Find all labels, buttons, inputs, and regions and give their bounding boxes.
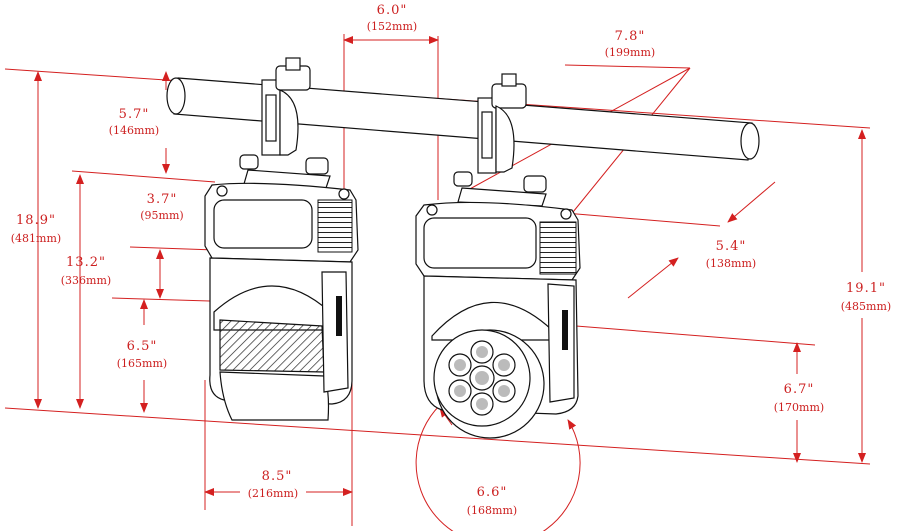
label-top-width: 6.0" <box>377 3 408 18</box>
label-overall-right-mm: (485mm) <box>841 300 891 313</box>
lens-cluster <box>448 340 516 416</box>
label-body-height-mm: (336mm) <box>61 274 111 287</box>
dimension-labels: 6.0" (152mm) 7.8" (199mm) 5.7" (146mm) 3… <box>11 3 891 517</box>
right-fixture <box>415 73 581 439</box>
label-head-height: 6.5" <box>127 339 158 354</box>
label-width-bottom: 8.5" <box>262 469 293 484</box>
label-head-height-mm: (165mm) <box>117 357 167 370</box>
label-body-height: 13.2" <box>66 255 106 270</box>
label-base-depth: 5.4" <box>716 239 747 254</box>
truss-pipe <box>166 77 760 161</box>
label-head-diameter: 6.6" <box>477 485 508 500</box>
label-overall-left: 18.9" <box>16 213 56 228</box>
label-clamp-height: 5.7" <box>119 107 150 122</box>
label-top-width-mm: (152mm) <box>367 20 417 33</box>
label-diag-depth-mm: (199mm) <box>605 46 655 59</box>
label-width-bottom-mm: (216mm) <box>248 487 298 500</box>
left-fixture <box>204 57 359 421</box>
label-head-diameter-mm: (168mm) <box>467 504 517 517</box>
label-diag-depth: 7.8" <box>615 29 646 44</box>
label-clamp-height-mm: (146mm) <box>109 124 159 137</box>
label-base-height: 3.7" <box>147 192 178 207</box>
label-overall-right: 19.1" <box>846 281 886 296</box>
label-overall-left-mm: (481mm) <box>11 232 61 245</box>
label-base-depth-mm: (138mm) <box>706 257 756 270</box>
label-base-height-mm: (95mm) <box>140 209 183 222</box>
label-lens-height-mm: (170mm) <box>774 401 824 414</box>
label-lens-height: 6.7" <box>784 382 815 397</box>
